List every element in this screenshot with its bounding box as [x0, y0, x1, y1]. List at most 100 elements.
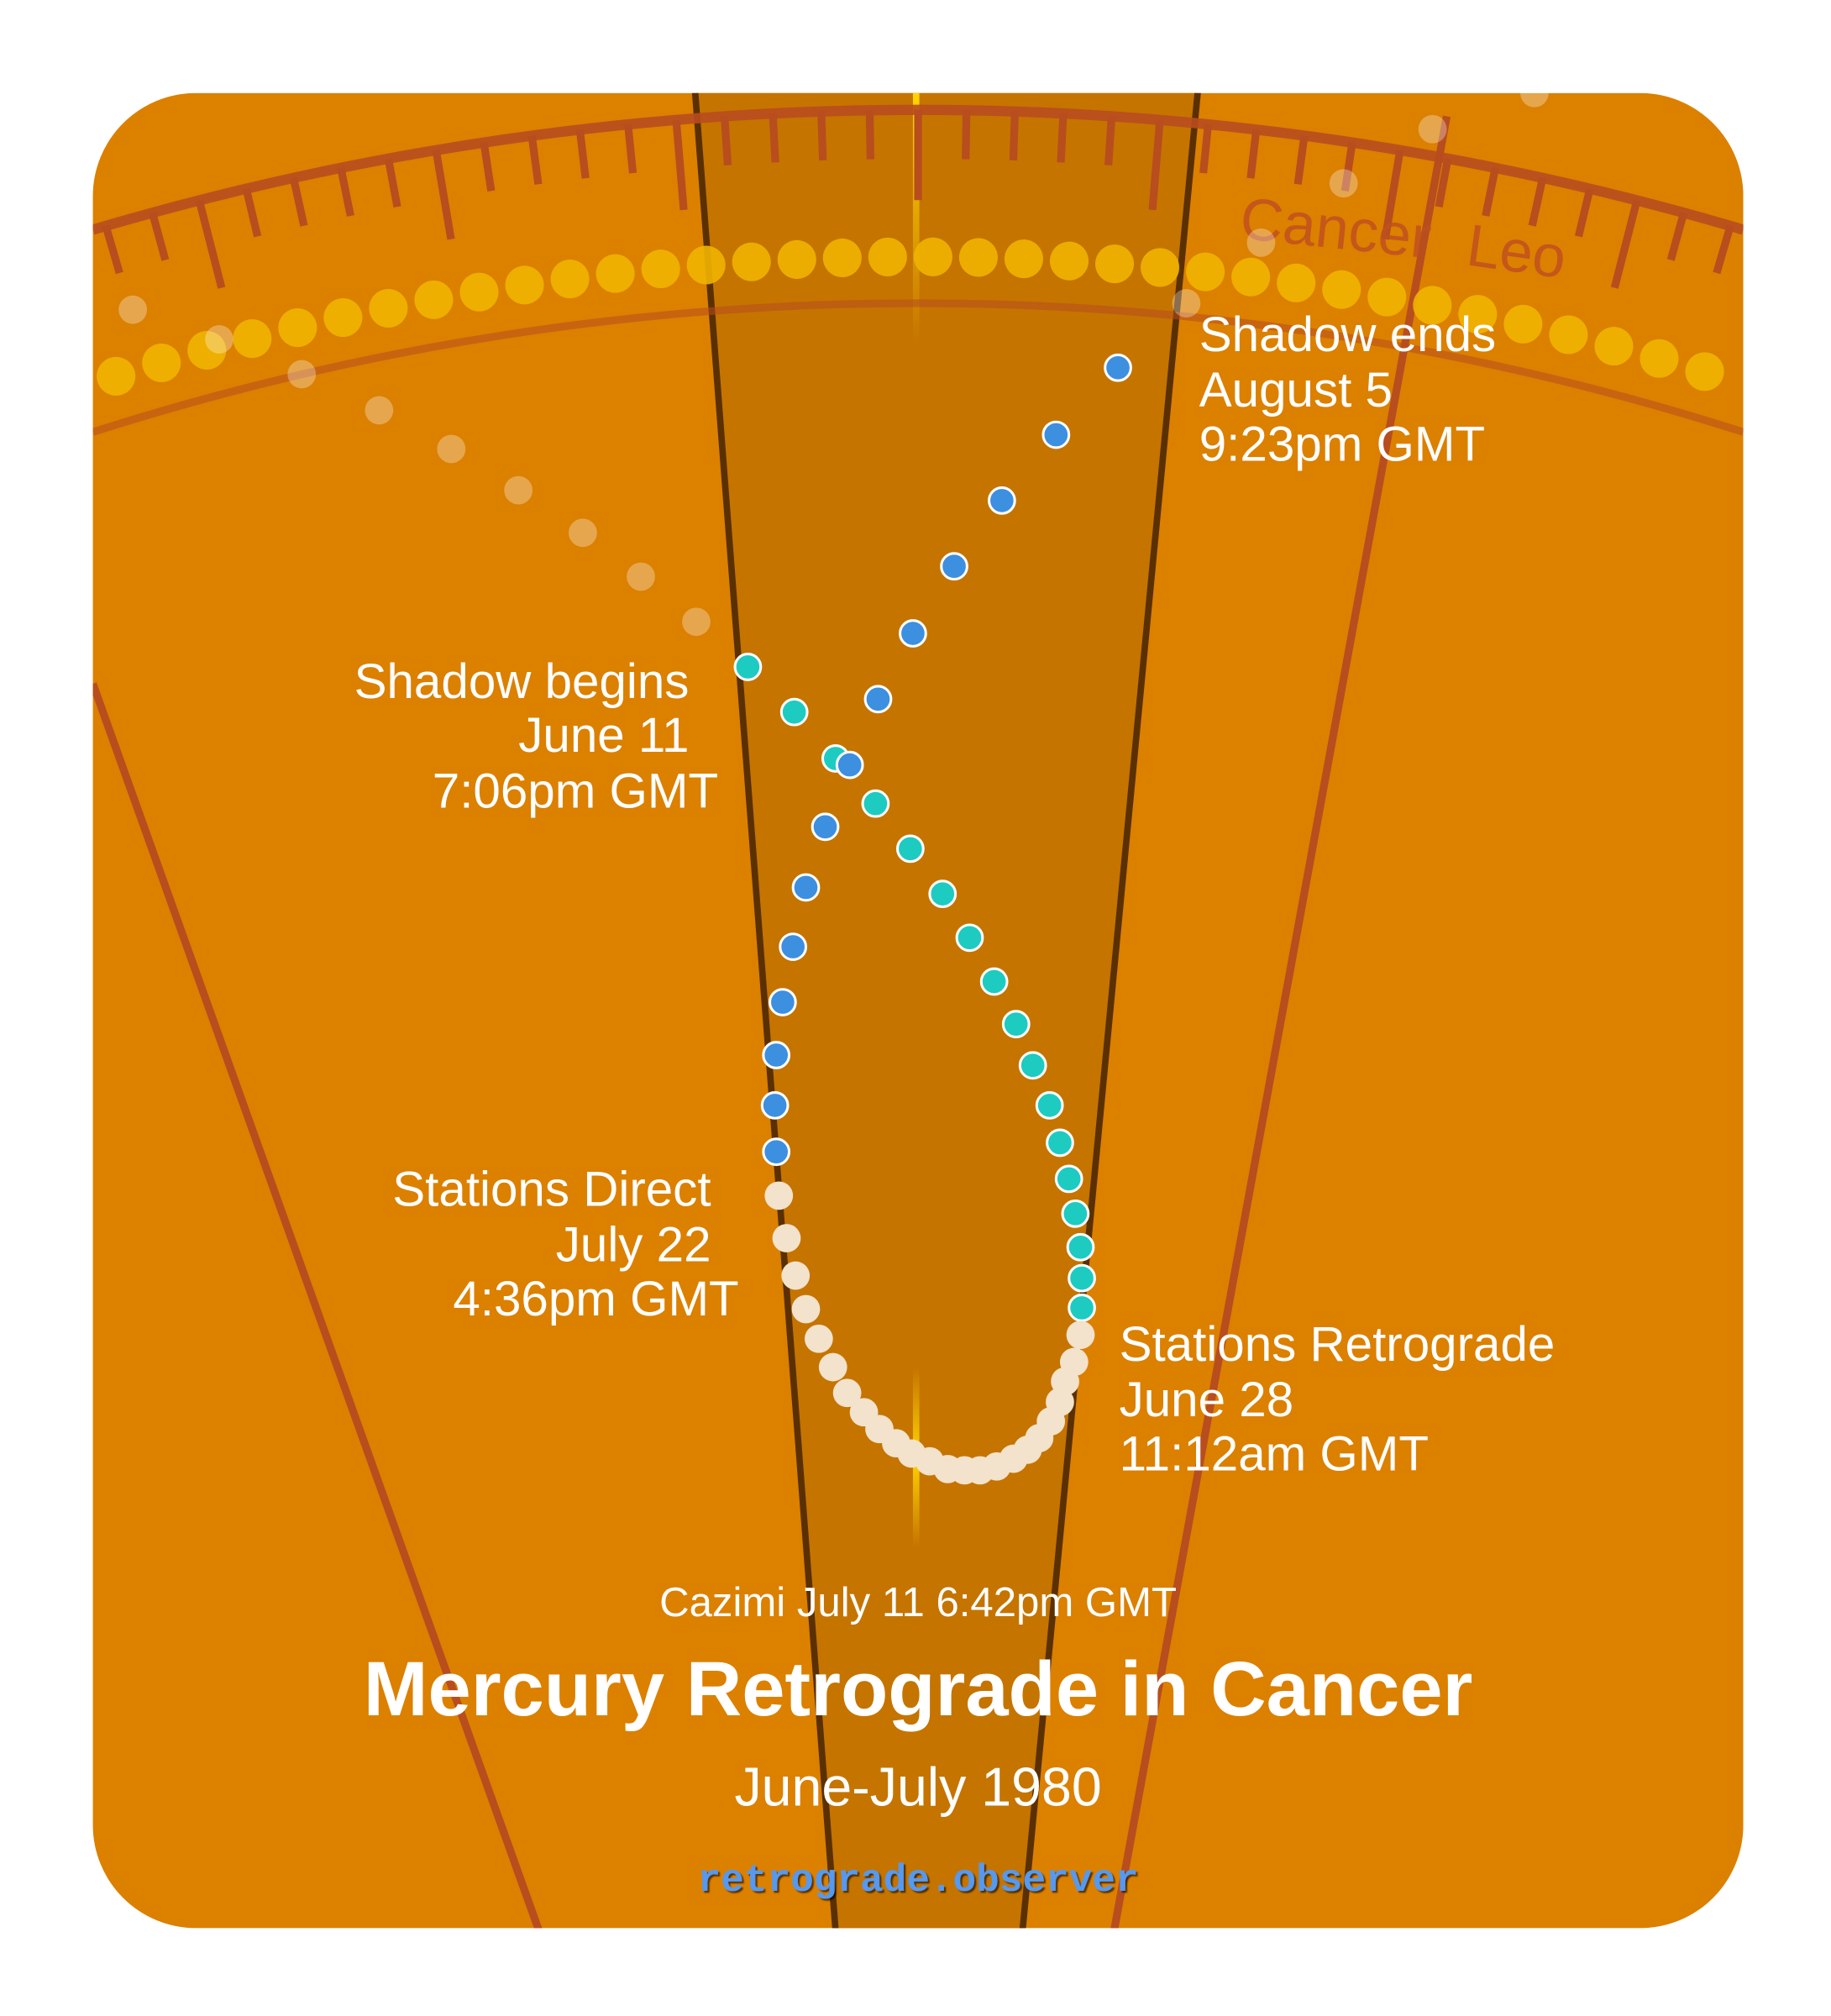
- trail-dot: [1172, 289, 1201, 318]
- degree-tick: [1199, 123, 1213, 174]
- sun-dot: [1413, 286, 1452, 325]
- mercury-dot-post-retrograde: [987, 486, 1016, 515]
- sun-path: [97, 237, 1724, 396]
- mercury-dot-post-retrograde: [940, 552, 968, 581]
- mercury-dot-retrograde: [781, 1261, 811, 1290]
- shadow-band-right-edge: [1019, 92, 1202, 1929]
- sun-dot: [1503, 304, 1543, 344]
- degree-tick: [480, 141, 496, 192]
- mercury-dot-post-retrograde: [863, 685, 893, 714]
- faint-trail: [118, 92, 1549, 637]
- sun-dot: [278, 308, 317, 348]
- shadow-begins-label: Shadow begins June 11 7:06pm GMT: [354, 654, 719, 818]
- sun-dot: [1367, 277, 1407, 317]
- degree-tick: [865, 110, 874, 160]
- degree-tick: [1148, 119, 1164, 211]
- degree-tick: [721, 116, 732, 165]
- sun-dot: [641, 249, 680, 289]
- site-link[interactable]: retrograde.observer: [698, 1859, 1139, 1903]
- sun-dot: [1095, 244, 1135, 284]
- trail-dot: [205, 325, 233, 354]
- degree-tick: [527, 134, 543, 185]
- trail-dot: [627, 562, 655, 591]
- mercury-dot-retrograde: [849, 1398, 879, 1427]
- sun-dot: [1685, 352, 1724, 391]
- trail-dot: [682, 607, 711, 637]
- degree-tick: [1381, 149, 1404, 240]
- degree-tick: [289, 176, 308, 227]
- mercury-dot-retrograde: [772, 1224, 801, 1252]
- mercury-dot-pre-retrograde: [1066, 1232, 1095, 1262]
- degree-tick: [1528, 176, 1547, 227]
- sun-dot: [1322, 270, 1361, 309]
- degree-tick: [962, 110, 971, 160]
- degree-tick: [432, 149, 455, 240]
- mercury-dot-retrograde: [791, 1294, 821, 1324]
- sun-dot: [1231, 257, 1271, 297]
- mercury-dot-post-retrograde: [779, 932, 808, 961]
- trail-dot: [118, 295, 148, 324]
- mercury-dot-pre-retrograde: [733, 653, 763, 681]
- zodiac-ruler: [92, 104, 1744, 436]
- sun-dot: [459, 272, 499, 312]
- sun-dot: [187, 330, 227, 370]
- mercury-dot-pre-retrograde: [1054, 1164, 1083, 1194]
- mercury-dot-pre-retrograde: [861, 789, 890, 818]
- sun-dot: [414, 280, 454, 319]
- mercury-dot-post-retrograde: [762, 1041, 791, 1069]
- sun-dot: [686, 245, 726, 285]
- sun-dot: [97, 356, 136, 396]
- degree-tick: [1009, 111, 1019, 161]
- degree-tick: [1482, 166, 1499, 217]
- sun-dot: [777, 239, 816, 279]
- sun-dot: [505, 265, 544, 305]
- degree-tick: [149, 212, 170, 261]
- degree-tick: [769, 113, 779, 163]
- cazimi-line-top: [912, 92, 920, 345]
- mercury-dot-pre-retrograde: [1018, 1051, 1047, 1080]
- trail-dot: [287, 360, 317, 389]
- date-range: June-July 1980: [734, 1757, 1101, 1818]
- shadow-ends-label: Shadow ends August 5 9:23pm GMT: [1199, 307, 1510, 471]
- degree-tick: [1246, 129, 1261, 179]
- stations-retrograde-label: Stations Retrograde June 28 11:12am GMT: [1120, 1317, 1569, 1481]
- mercury-dot-retrograde: [1066, 1320, 1095, 1350]
- mercury-dot-post-retrograde: [811, 812, 840, 842]
- sun-dot: [550, 260, 590, 299]
- trail-dot: [437, 434, 466, 464]
- sun-dot: [595, 254, 635, 293]
- ecliptic-arc-inner: [92, 299, 1744, 436]
- sun-dot: [822, 238, 862, 278]
- sun-dot: [868, 237, 907, 276]
- shadow-band: [696, 92, 1197, 1929]
- degree-tick: [624, 123, 637, 174]
- sun-dot: [1549, 315, 1588, 354]
- mercury-dot-post-retrograde: [791, 873, 821, 902]
- mercury-dot-post-retrograde: [762, 1137, 791, 1167]
- mercury-dot-retrograde: [764, 1181, 794, 1210]
- degree-tick: [1104, 116, 1116, 165]
- trail-dot: [569, 518, 597, 548]
- sun-dot: [913, 237, 952, 276]
- trail-dot: [1418, 114, 1447, 144]
- stations-direct-label: Stations Direct July 22 4:36pm GMT: [392, 1163, 738, 1326]
- degree-tick: [102, 224, 123, 275]
- mercury-dot-retrograde: [818, 1352, 847, 1382]
- mercury-dot-post-retrograde: [768, 988, 797, 1016]
- sign-boundary-left: [92, 682, 543, 1929]
- mercury-dot-pre-retrograde: [1068, 1294, 1096, 1322]
- cazimi-label: Cazimi July 11 6:42pm GMT: [659, 1580, 1177, 1625]
- sun-dot: [1049, 241, 1089, 281]
- mercury-dot-pre-retrograde: [1001, 1010, 1031, 1039]
- degree-tick: [817, 111, 827, 161]
- degree-tick: [242, 187, 262, 238]
- sun-dot: [233, 319, 272, 359]
- mercury-dot-post-retrograde: [835, 750, 864, 780]
- mercury-dot-pre-retrograde: [979, 967, 1009, 996]
- mercury-dot-pre-retrograde: [1068, 1263, 1096, 1293]
- sun-dot: [958, 238, 998, 277]
- sun-dot: [1594, 327, 1634, 366]
- mercury-path: [733, 353, 1132, 1485]
- mercury-dot-pre-retrograde: [779, 697, 809, 727]
